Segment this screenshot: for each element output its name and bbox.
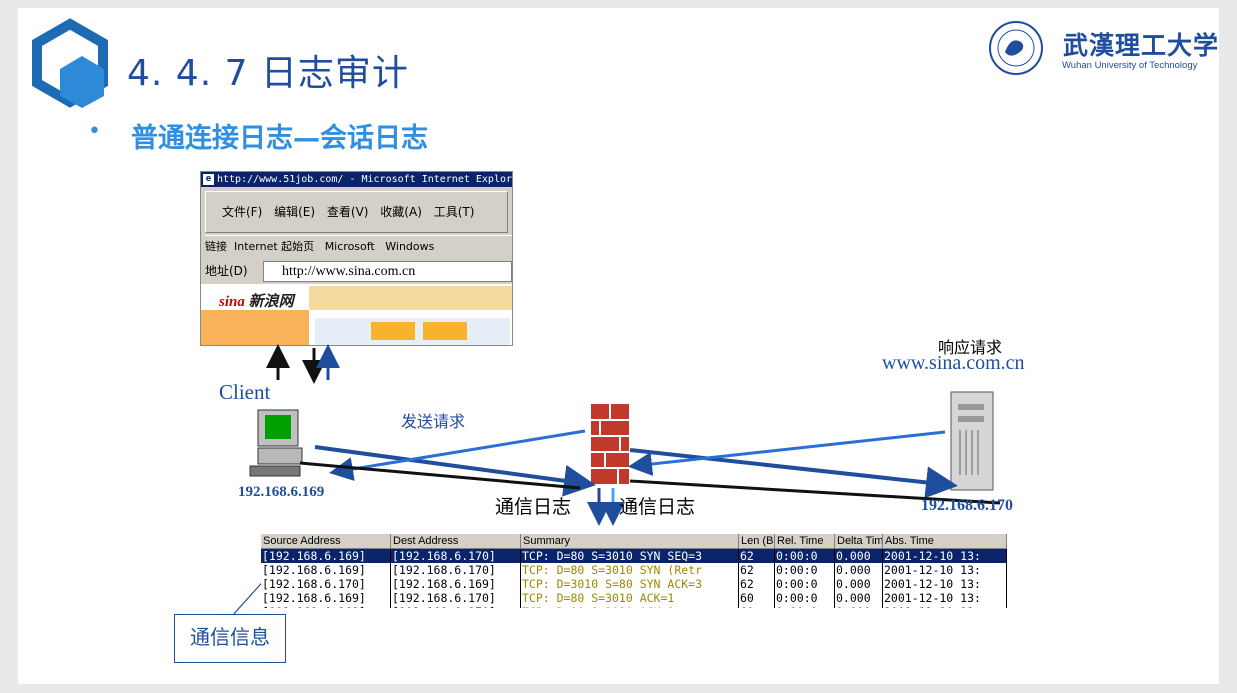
menu-favorites[interactable]: 收藏(A) (380, 205, 422, 219)
col-dest[interactable]: Dest Address (391, 534, 521, 548)
server-icon (950, 391, 994, 491)
col-summary[interactable]: Summary (521, 534, 739, 548)
table-cell: 62 (739, 563, 775, 577)
log-label-right: 通信日志 (619, 496, 696, 518)
client-label: Client (219, 380, 271, 404)
table-cell: [192.168.6.170] (391, 605, 521, 608)
table-cell: TCP: D=80 S=3010 ACK=1 (521, 591, 739, 605)
capture-header: Source Address Dest Address Summary Len … (261, 534, 1007, 549)
university-name-en: Wuhan University of Technology (1062, 60, 1198, 71)
table-cell: [192.168.6.170] (261, 577, 391, 591)
table-cell: 0.000 (835, 591, 883, 605)
server-ip: 192.168.6.170 (921, 497, 1013, 514)
col-delta-time[interactable]: Delta Tim (837, 534, 883, 548)
browser-menubar: 文件(F) 编辑(E) 查看(V) 收藏(A) 工具(T) (205, 191, 508, 233)
address-input[interactable]: http://www.sina.com.cn (263, 261, 512, 282)
link-internet-start[interactable]: Internet 起始页 (234, 240, 315, 253)
browser-address-bar: 地址(D) http://www.sina.com.cn (205, 260, 512, 282)
table-cell: [192.168.6.170] (391, 549, 521, 563)
table-cell: 62 (739, 577, 775, 591)
table-cell: 2001-12-10 13: (883, 605, 1007, 608)
log-arrows (587, 488, 625, 526)
table-cell: 60 (739, 605, 775, 608)
table-cell: [192.168.6.169] (391, 577, 521, 591)
table-cell: TCP: D=3010 S=80 SYN ACK=3 (521, 577, 739, 591)
table-cell: [192.168.6.170] (391, 591, 521, 605)
table-cell: 60 (739, 591, 775, 605)
capture-table: Source Address Dest Address Summary Len … (261, 534, 1007, 608)
traffic-lines (299, 429, 1001, 505)
link-windows[interactable]: Windows (385, 240, 435, 253)
log-label-left: 通信日志 (495, 496, 572, 518)
table-cell: 0:00:0 (775, 549, 835, 563)
menu-tools[interactable]: 工具(T) (433, 205, 475, 219)
table-cell: 0:00:0 (775, 605, 835, 608)
table-cell: 0.000 (835, 563, 883, 577)
links-label: 链接 (205, 240, 227, 253)
subtitle: 普通连接日志—会话日志 (131, 123, 428, 154)
table-row[interactable]: [192.168.6.169][192.168.6.170]TCP: D=80 … (261, 549, 1007, 563)
table-cell: 0.000 (835, 605, 883, 608)
browser-arrows (266, 344, 340, 384)
col-source[interactable]: Source Address (261, 534, 391, 548)
col-abs-time[interactable]: Abs. Time (883, 534, 1007, 548)
table-row[interactable]: [192.168.6.169][192.168.6.170]TCP: D=80 … (261, 591, 1007, 605)
menu-file[interactable]: 文件(F) (222, 205, 263, 219)
table-row[interactable]: [192.168.6.170][192.168.6.169]TCP: D=301… (261, 577, 1007, 591)
sina-logo: sina 新浪网 (219, 294, 294, 310)
table-cell: 0:00:0 (775, 577, 835, 591)
table-cell: 0:00:0 (775, 591, 835, 605)
server-host: www.sina.com.cn (882, 352, 1025, 374)
col-len[interactable]: Len (B (741, 534, 775, 548)
client-computer-icon (249, 409, 303, 477)
table-cell: 2001-12-10 13: (883, 591, 1007, 605)
table-cell: [192.168.6.169] (261, 605, 391, 608)
callout-box: 通信信息 (174, 614, 286, 663)
table-cell: 0.000 (835, 549, 883, 563)
table-cell: [192.168.6.169] (261, 549, 391, 563)
response-label: 响应请求 (938, 338, 1003, 357)
browser-window: e http://www.51job.com/ - Microsoft Inte… (200, 171, 513, 346)
table-cell: 2001-12-10 13: (883, 563, 1007, 577)
table-cell: TCP: D=80 S=3010 ACK=1 (521, 605, 739, 608)
browser-links-bar: 链接 Internet 起始页 Microsoft Windows (205, 235, 512, 258)
col-rel-time[interactable]: Rel. Time (775, 534, 835, 548)
table-cell: 62 (739, 549, 775, 563)
table-cell: 2001-12-10 13: (883, 549, 1007, 563)
table-cell: [192.168.6.170] (391, 563, 521, 577)
browser-page-content: sina 新浪网 (201, 284, 512, 345)
university-seal-icon (989, 21, 1043, 75)
link-microsoft[interactable]: Microsoft (324, 240, 375, 253)
university-name: 武漢理工大学 (1063, 31, 1220, 60)
table-cell: 0:00:0 (775, 563, 835, 577)
table-row[interactable]: [192.168.6.169][192.168.6.170]TCP: D=80 … (261, 563, 1007, 577)
send-request-label: 发送请求 (401, 412, 466, 431)
table-cell: [192.168.6.169] (261, 563, 391, 577)
firewall-icon (591, 404, 629, 484)
hexagon-icon (32, 18, 108, 108)
table-cell: TCP: D=80 S=3010 SYN SEQ=3 (521, 549, 739, 563)
table-cell: 0.000 (835, 577, 883, 591)
address-label: 地址(D) (205, 264, 248, 278)
menu-edit[interactable]: 编辑(E) (274, 205, 316, 219)
ie-icon: e (203, 174, 214, 185)
table-row[interactable]: [192.168.6.169][192.168.6.170]TCP: D=80 … (261, 605, 1007, 608)
page-chip (423, 322, 467, 340)
menu-view[interactable]: 查看(V) (326, 205, 369, 219)
page-title: 4. 4. 7 日志审计 (127, 53, 409, 94)
table-cell: TCP: D=80 S=3010 SYN (Retr (521, 563, 739, 577)
page-top-bar (309, 286, 512, 310)
table-cell: [192.168.6.169] (261, 591, 391, 605)
page-left-panel (201, 310, 309, 345)
browser-title: http://www.51job.com/ - Microsoft Intern… (217, 174, 513, 185)
table-cell: 2001-12-10 13: (883, 577, 1007, 591)
browser-titlebar: e http://www.51job.com/ - Microsoft Inte… (201, 172, 512, 187)
page-chip (371, 322, 415, 340)
bullet-marker: • (88, 119, 101, 144)
client-ip: 192.168.6.169 (238, 484, 325, 500)
